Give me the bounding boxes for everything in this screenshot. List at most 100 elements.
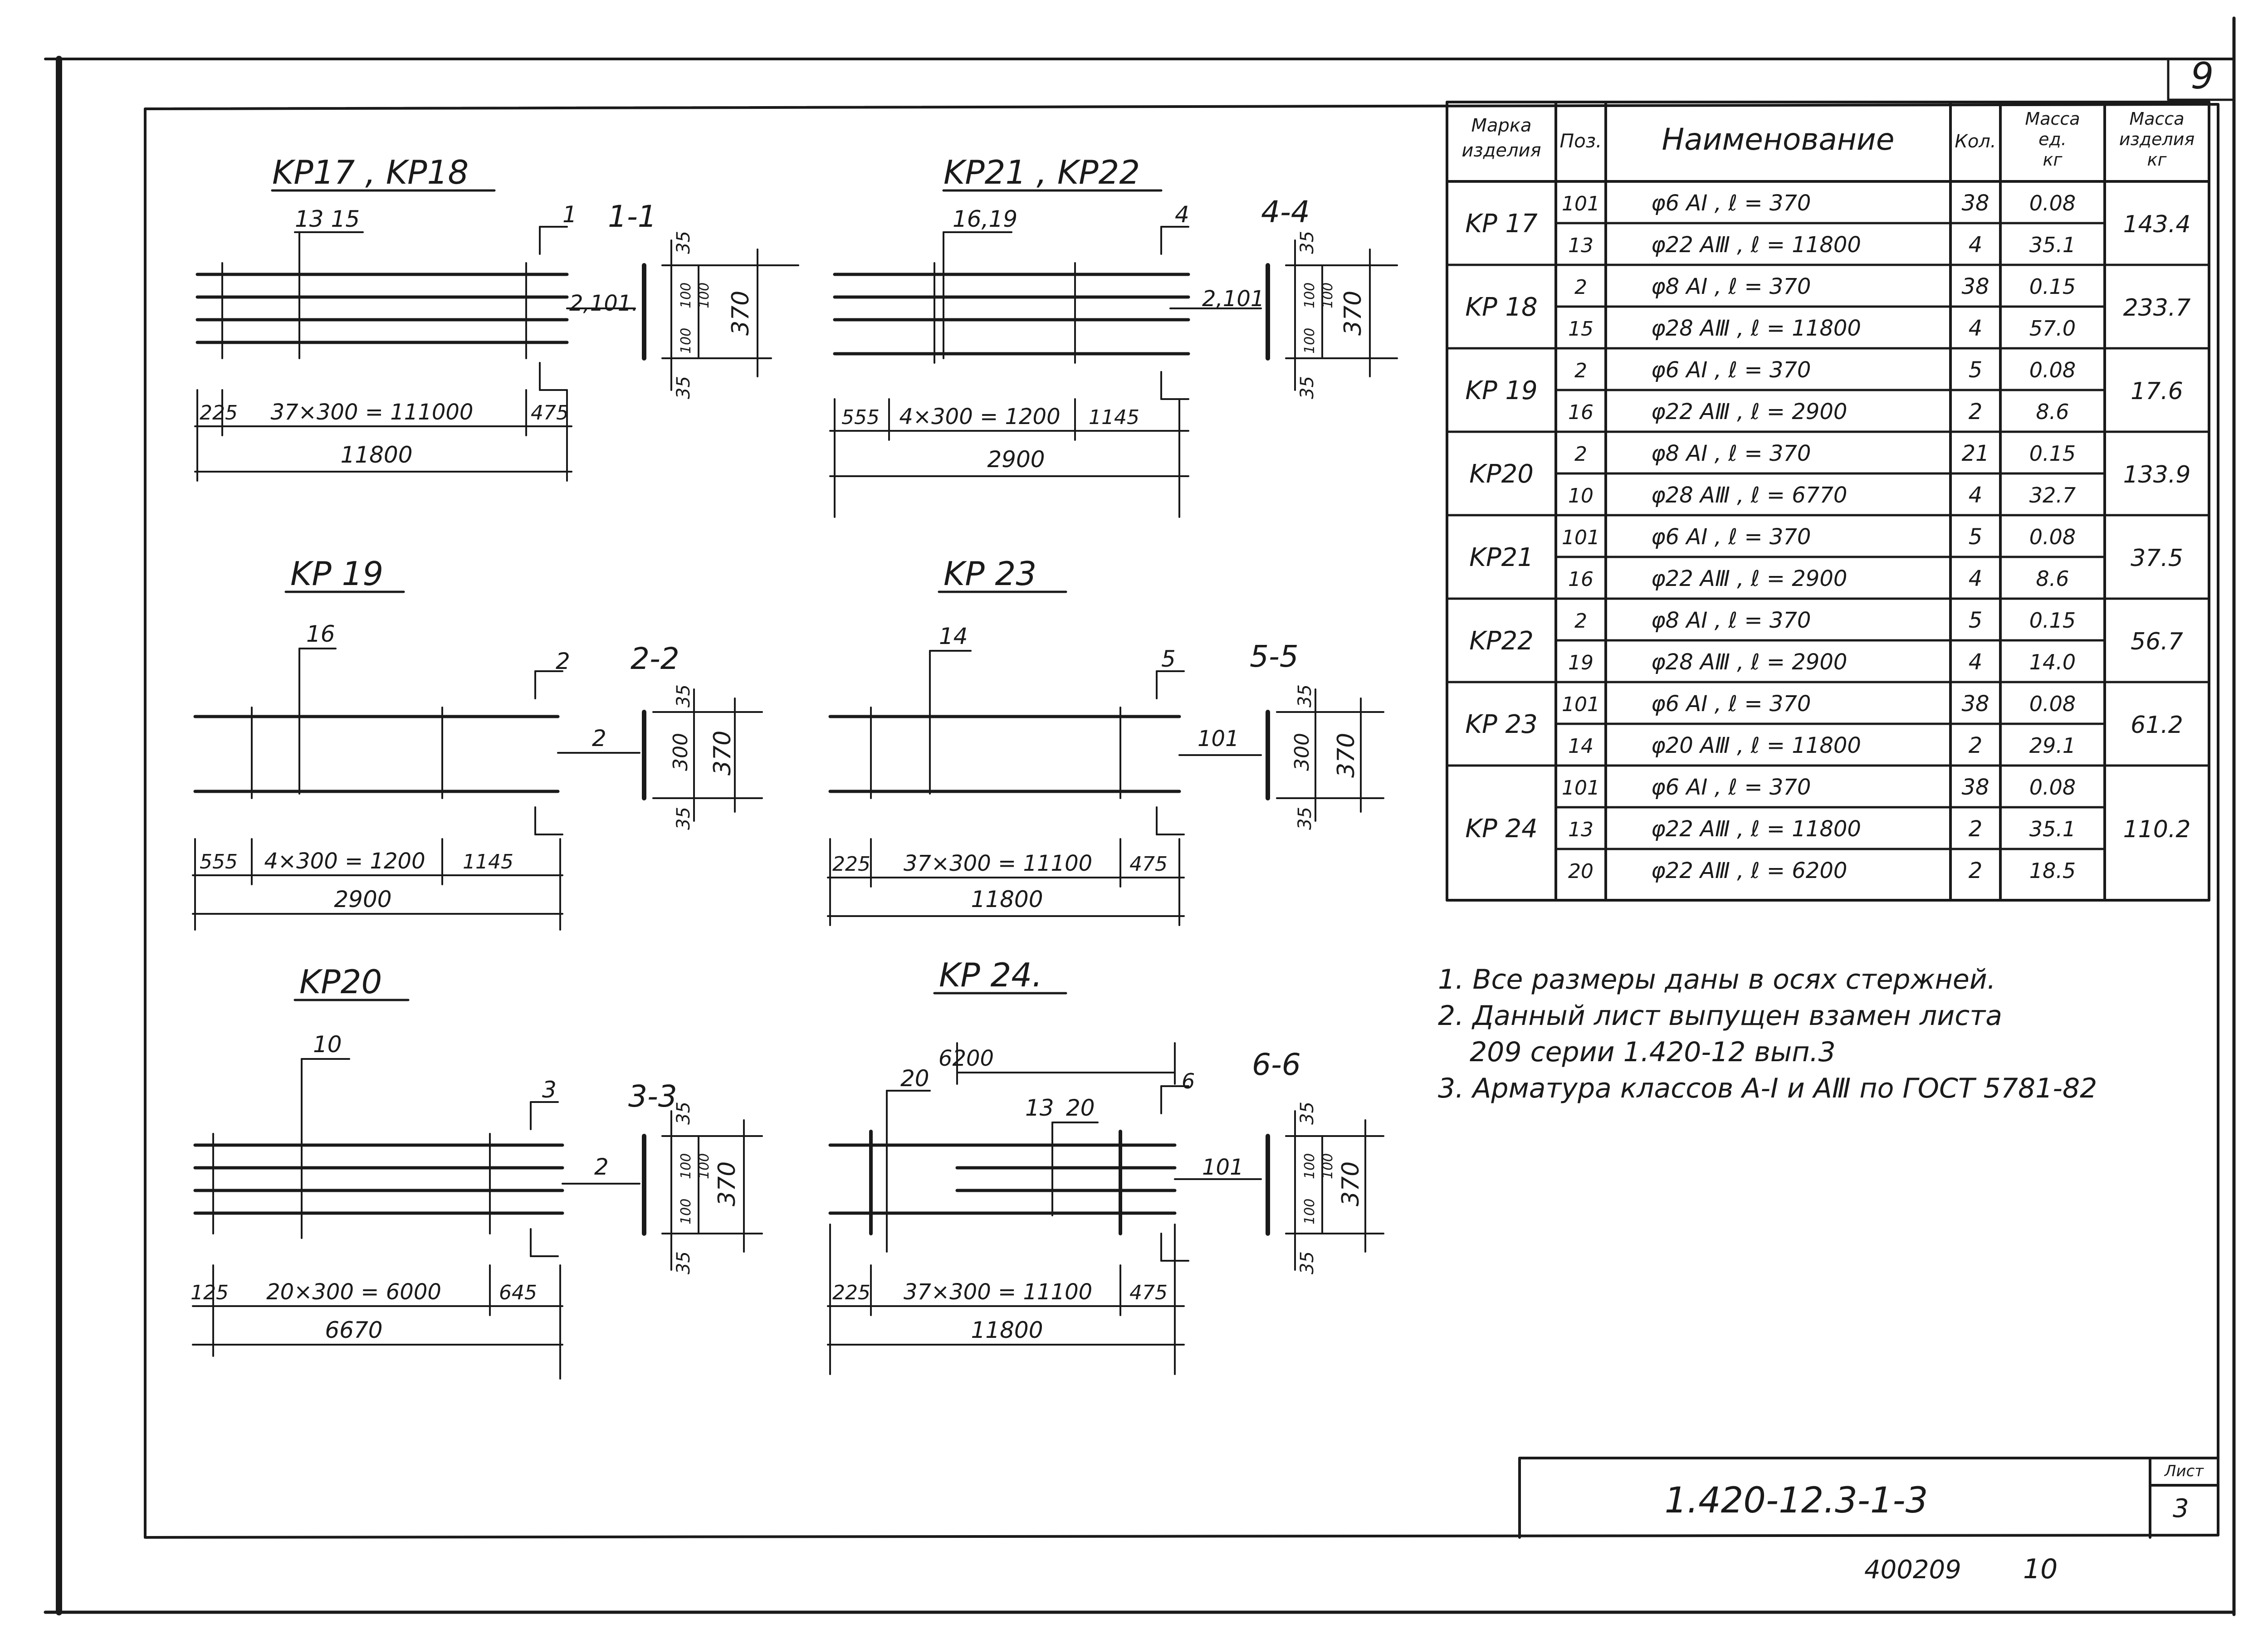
cell-pos: 20 [1568, 860, 1593, 883]
dim-left: 125 [191, 1281, 229, 1304]
dim-total: 6670 [325, 1317, 382, 1343]
cell-name: φ22 AⅢ , ℓ = 2900 [1651, 399, 1847, 424]
cell-qty: 2 [1969, 733, 1983, 758]
header-unit-mass-3: кг [2043, 150, 2063, 170]
cell-qty: 4 [1969, 232, 1983, 258]
cell-item-mass: 143.4 [2123, 211, 2191, 238]
cell-pos: 16 [1568, 568, 1593, 591]
cell-name: φ22 AⅢ , ℓ = 11800 [1651, 816, 1861, 842]
dim-mid: 20×300 = 6000 [266, 1279, 441, 1305]
cell-pos: 19 [1568, 651, 1593, 674]
drawing-title: KP21 , KP22 [943, 153, 1140, 191]
bar-marks: 16 [306, 621, 335, 647]
cell-qty: 21 [1961, 441, 1989, 466]
dim-left: 225 [832, 1281, 870, 1304]
cell-unit-mass: 0.08 [2029, 692, 2076, 716]
section-title: 3-3 [628, 1079, 677, 1114]
dim-right: 645 [499, 1281, 537, 1304]
table-grid [1446, 222, 2210, 850]
sec-dim: 35 [673, 807, 694, 830]
cell-pos: 2 [1574, 359, 1587, 382]
drawing-kp19: KP 19 16 2 2 2-2 35 300 35 [192, 555, 763, 931]
sec-dim: 100 [1302, 328, 1318, 354]
cell-unit-mass: 18.5 [2029, 858, 2076, 883]
cell-name: φ22 AⅢ , ℓ = 2900 [1651, 566, 1847, 591]
cell-unit-mass: 35.1 [2029, 233, 2076, 257]
drawing-title: KP20 [299, 963, 382, 1001]
cell-unit-mass: 32.7 [2029, 483, 2076, 507]
cut-mark: 4 [1175, 201, 1189, 228]
title-stamp: 1.420-12.3-1-3 Лист 3 400209 10 [1518, 1457, 2219, 1585]
sec-dim: 100 [1302, 283, 1318, 308]
cell-item-mass: 37.5 [2131, 545, 2183, 572]
header-item-mass-2: изделия [2119, 129, 2195, 149]
bar-label: 2 [594, 1154, 609, 1180]
cell-unit-mass: 8.6 [2036, 566, 2069, 591]
cell-mark: KP22 [1469, 626, 1534, 656]
cell-name: φ28 AⅢ , ℓ = 6770 [1651, 483, 1847, 508]
sec-total: 370 [1333, 733, 1360, 778]
sec-dim: 35 [673, 231, 694, 254]
bar-marks: 13 [1025, 1095, 1054, 1121]
cell-item-mass: 61.2 [2131, 712, 2183, 739]
cell-pos: 16 [1568, 401, 1593, 424]
cell-mark: KP20 [1469, 459, 1534, 489]
header-item-mass: Масса [2129, 109, 2184, 129]
sec-dim: 100 [696, 283, 712, 308]
section-title: 4-4 [1261, 195, 1310, 229]
cell-unit-mass: 8.6 [2036, 400, 2069, 424]
cell-name: φ22 AⅢ , ℓ = 6200 [1651, 858, 1847, 883]
cell-qty: 2 [1969, 399, 1983, 424]
sec-dim: 100 [1302, 1199, 1318, 1224]
sec-total: 370 [727, 291, 754, 336]
header-unit-mass: Масса [2025, 109, 2080, 129]
cell-qty: 5 [1969, 524, 1983, 550]
cell-qty: 38 [1961, 775, 1989, 800]
header-name: Наименование [1662, 122, 1895, 157]
bar-label: 2,101. [569, 291, 639, 316]
cell-qty: 4 [1969, 483, 1983, 508]
cell-unit-mass: 0.15 [2029, 608, 2076, 633]
bar-marks: 14 [939, 623, 968, 649]
dim-mid: 37×300 = 11100 [904, 851, 1092, 876]
cell-pos: 10 [1568, 484, 1593, 507]
dim-right: 1145 [1089, 406, 1139, 429]
cell-name: φ8 AI , ℓ = 370 [1651, 608, 1811, 633]
cell-mark: KP21 [1469, 543, 1534, 572]
bar-marks: 13 15 [295, 206, 360, 232]
sec-dim: 35 [1295, 807, 1315, 830]
sec-total: 370 [1339, 291, 1367, 336]
cell-name: φ6 AI , ℓ = 370 [1651, 691, 1811, 717]
sec-total: 370 [709, 731, 736, 776]
cell-pos: 15 [1568, 317, 1593, 341]
section-title: 6-6 [1252, 1047, 1301, 1082]
note-2: 2. Данный лист выпущен взамен листа [1438, 1000, 2002, 1032]
sec-total: 370 [714, 1161, 741, 1206]
bar-label: 2 [592, 725, 606, 751]
sec-dim: 100 [678, 283, 694, 308]
bar-marks: 10 [313, 1031, 342, 1058]
drawing-kp20: KP20 10 3 2 3-3 [191, 963, 763, 1380]
note-3: 3. Арматура классов A-I и AⅢ по ГОСТ 578… [1438, 1073, 2097, 1104]
bar-label: 2,101 [1202, 286, 1264, 312]
sec-dim: 35 [673, 684, 694, 707]
sec-dim: 35 [1297, 231, 1318, 254]
header-mark: Марка [1471, 115, 1531, 136]
cell-unit-mass: 29.1 [2029, 733, 2076, 758]
cell-mark: KP 23 [1465, 710, 1538, 739]
drawing-title: KP 19 [290, 555, 383, 593]
dim-mid: 4×300 = 1200 [899, 404, 1060, 429]
cell-pos: 13 [1568, 234, 1593, 257]
drawing-kp24: KP 24. 6200 13 20 20 6 [827, 956, 1384, 1375]
drawing-title: KP 23 [943, 555, 1036, 593]
cell-unit-mass: 57.0 [2029, 316, 2076, 341]
cell-name: φ28 AⅢ , ℓ = 11800 [1651, 316, 1861, 341]
cell-item-mass: 133.9 [2123, 461, 2191, 488]
cell-pos: 101 [1562, 776, 1600, 800]
dim-total: 11800 [340, 442, 412, 468]
sec-dim: 100 [678, 328, 694, 354]
cell-mark: KP 24 [1465, 814, 1538, 844]
cell-name: φ6 AI , ℓ = 370 [1651, 524, 1811, 550]
dim-mid: 4×300 = 1200 [264, 849, 425, 874]
